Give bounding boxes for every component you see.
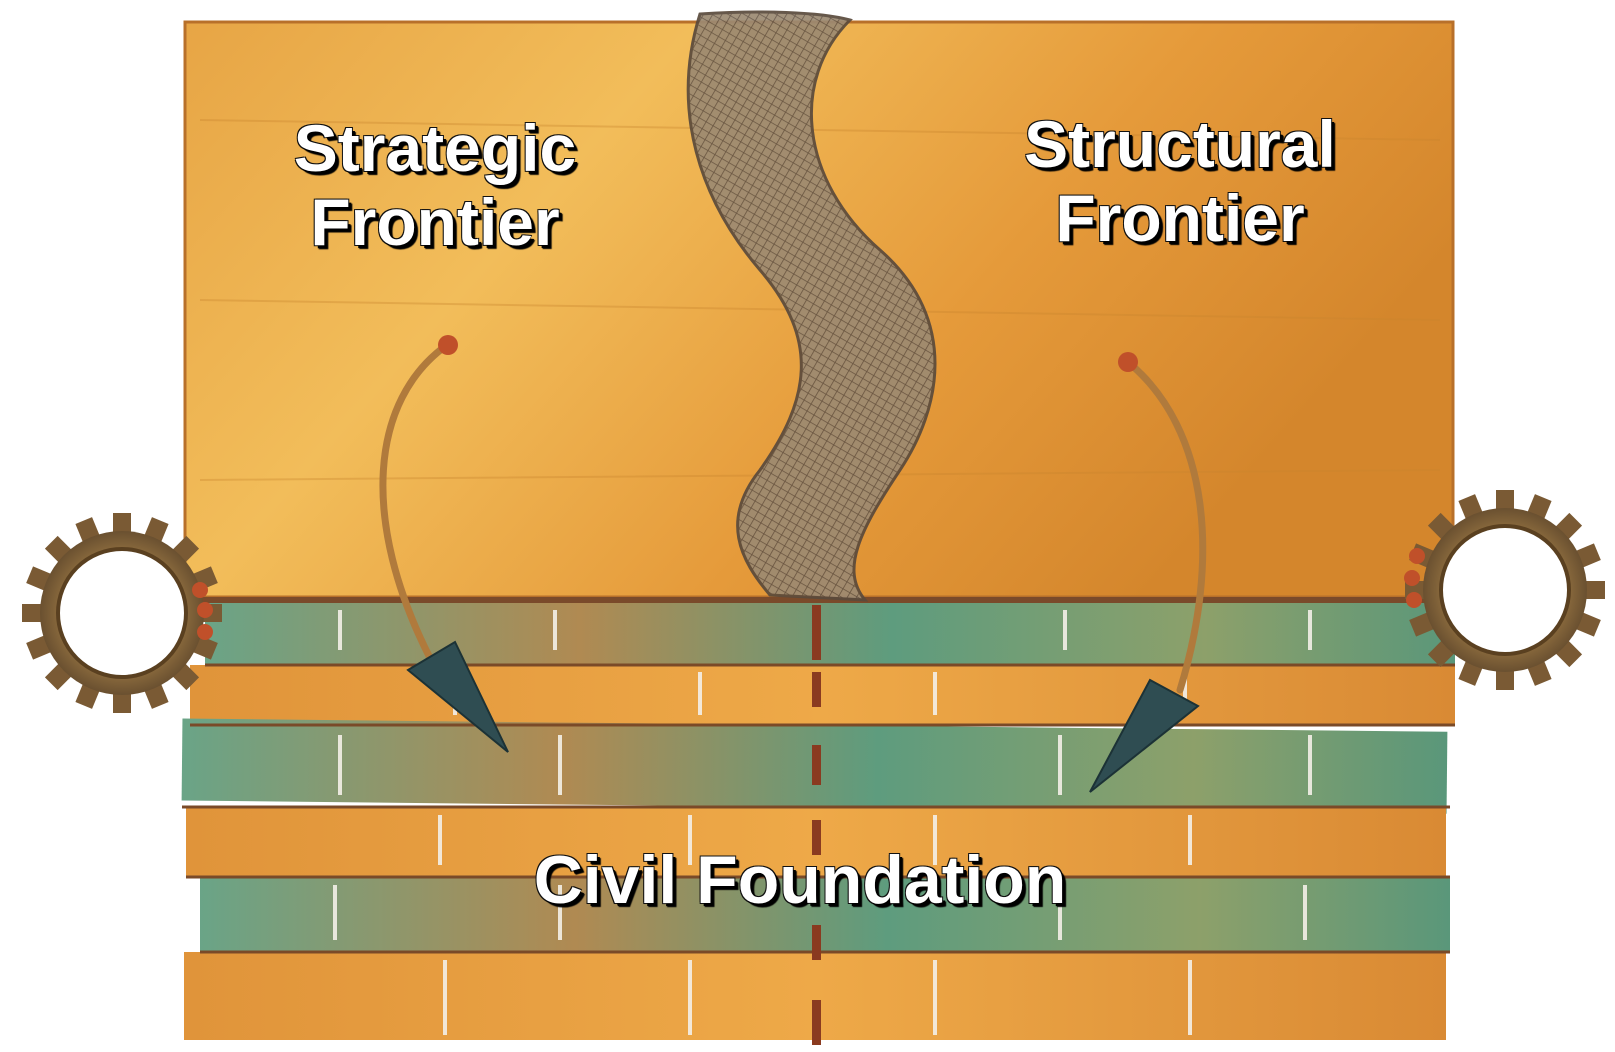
structural-frontier-label: Structural Frontier xyxy=(975,107,1385,256)
civil-foundation-text: Civil Foundation xyxy=(533,842,1067,918)
civil-foundation-label: Civil Foundation xyxy=(470,842,1130,918)
structural-line-2: Frontier xyxy=(1055,180,1305,255)
strategic-line-1: Strategic xyxy=(293,111,577,185)
left-gear-rivets xyxy=(192,582,213,640)
left-gear-icon xyxy=(22,513,222,713)
strategic-frontier-label: Strategic Frontier xyxy=(230,111,640,260)
plank-wall xyxy=(181,603,1455,1045)
structural-line-1: Structural xyxy=(1024,107,1336,181)
right-gear-icon xyxy=(1405,490,1605,690)
top-rail xyxy=(190,597,1458,603)
wire-mesh-wave-icon xyxy=(686,10,937,602)
strategic-line-2: Frontier xyxy=(310,184,560,259)
right-curved-arrow-icon xyxy=(1089,352,1207,793)
right-gear-rivets xyxy=(1404,548,1425,608)
left-curved-arrow-icon xyxy=(379,335,509,753)
